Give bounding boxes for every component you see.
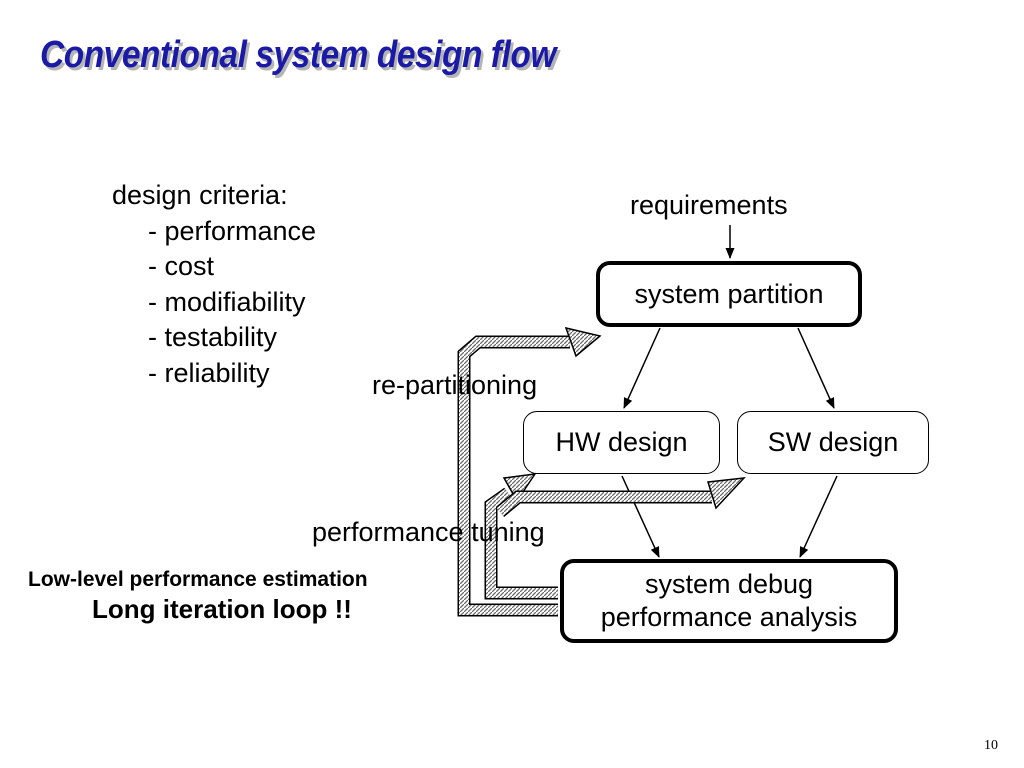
requirements-label: requirements: [630, 190, 788, 220]
arrow-hw-to-debug: [621, 475, 660, 558]
repartitioning-loop-arrow: [457, 326, 602, 617]
system-partition-label: system partition: [634, 278, 824, 309]
iteration-note: Long iteration loop !!: [92, 594, 352, 624]
criteria-item-performance: - performance: [148, 215, 317, 246]
arrow-partition-to-hw: [623, 327, 661, 409]
criteria-item-modifiability: - modifiability: [148, 286, 306, 317]
arrow-sw-to-debug: [799, 475, 838, 558]
criteria-item-cost: - cost: [148, 251, 215, 281]
estimation-note: Low-level performance estimation: [28, 568, 368, 591]
criteria-heading: design criteria:: [112, 180, 288, 210]
hw-design-box: HW design: [523, 411, 720, 474]
criteria-item-testability: - testability: [148, 322, 278, 352]
system-debug-label: system debug: [644, 569, 814, 599]
tuning-loop-sw-arrow: [495, 477, 746, 517]
page-number: 10: [984, 738, 998, 753]
arrow-partition-to-sw: [797, 327, 835, 409]
slide-title: Conventional system design flow: [40, 34, 556, 76]
system-debug-box: system debug performance analysis: [560, 559, 898, 643]
system-partition-box: system partition: [596, 261, 862, 327]
hw-design-label: HW design: [555, 427, 688, 457]
design-criteria-list: design criteria: - performance - cost - …: [112, 178, 316, 391]
criteria-item-reliability: - reliability: [148, 357, 270, 388]
sw-design-box: SW design: [737, 411, 929, 474]
performance-analysis-label: performance analysis: [600, 602, 858, 632]
performance-tuning-label: performance tuning: [312, 517, 545, 547]
tuning-loop-hw-arrow: [484, 473, 558, 600]
repartitioning-label: re-partitioning: [372, 370, 538, 400]
sw-design-label: SW design: [767, 427, 899, 457]
